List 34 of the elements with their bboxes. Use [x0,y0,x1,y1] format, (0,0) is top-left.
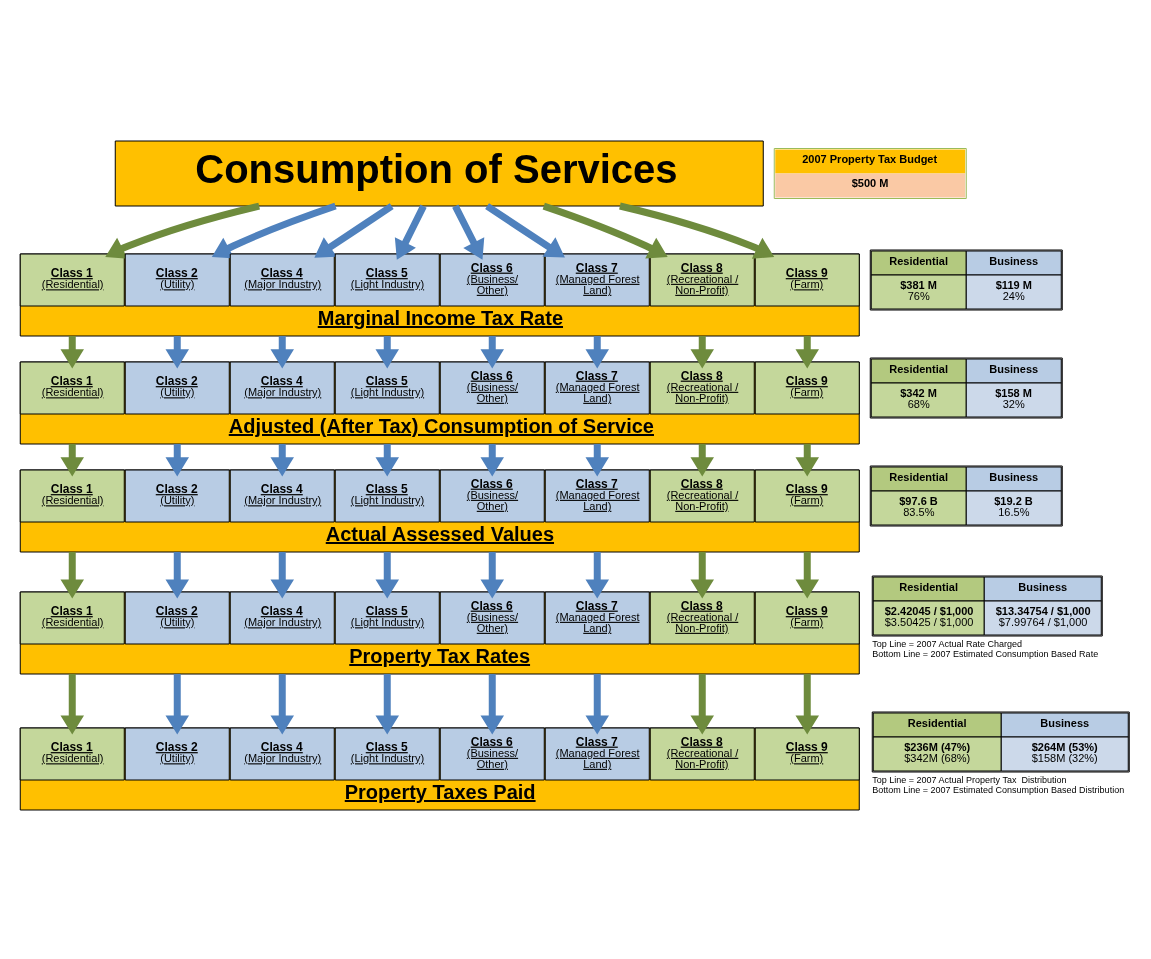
label: Business [989,470,1039,483]
label: Top Line = 2007 Actual Rate Charged [872,639,1023,650]
label: $97.6 B [899,494,938,507]
label: $13.34754 / $1,000 [995,604,1091,617]
label: Business [989,362,1039,375]
label: 68% [907,397,930,410]
label: $381 M [900,278,937,291]
label: 24% [1002,289,1025,302]
label: $3.50425 / $1,000 [884,615,974,628]
label: $342 M [900,386,937,399]
label: $236M (47%) [904,740,971,753]
label: $500 M [851,177,889,190]
label: Business [1040,716,1090,729]
label: $158 M [995,386,1032,399]
label: 83.5% [903,505,935,518]
label: Bottom Line = 2007 Estimated Consumption Based Rate [872,649,1099,660]
label: $119 M [995,278,1032,291]
label: Residential [889,254,948,267]
label: $7.99764 / $1,000 [998,615,1088,628]
label: 2007 Property Tax Budget [802,153,938,166]
label: Business [989,254,1039,267]
label: $2.42045 / $1,000 [884,604,974,617]
label: Business [1018,580,1068,593]
label: $264M (53%) [1031,740,1098,753]
label: 16.5% [998,505,1030,518]
label: Residential [907,716,967,729]
label: Residential [899,580,958,593]
label: 32% [1002,397,1025,410]
label: $19.2 B [994,494,1033,507]
label: Top Line = 2007 Actual Property Tax Distribution [872,775,1067,786]
label: Residential [889,362,948,375]
label: 76% [907,289,930,302]
label: Residential [889,470,948,483]
label: Bottom Line = 2007 Estimated Consumption Based Distribution [872,785,1125,796]
